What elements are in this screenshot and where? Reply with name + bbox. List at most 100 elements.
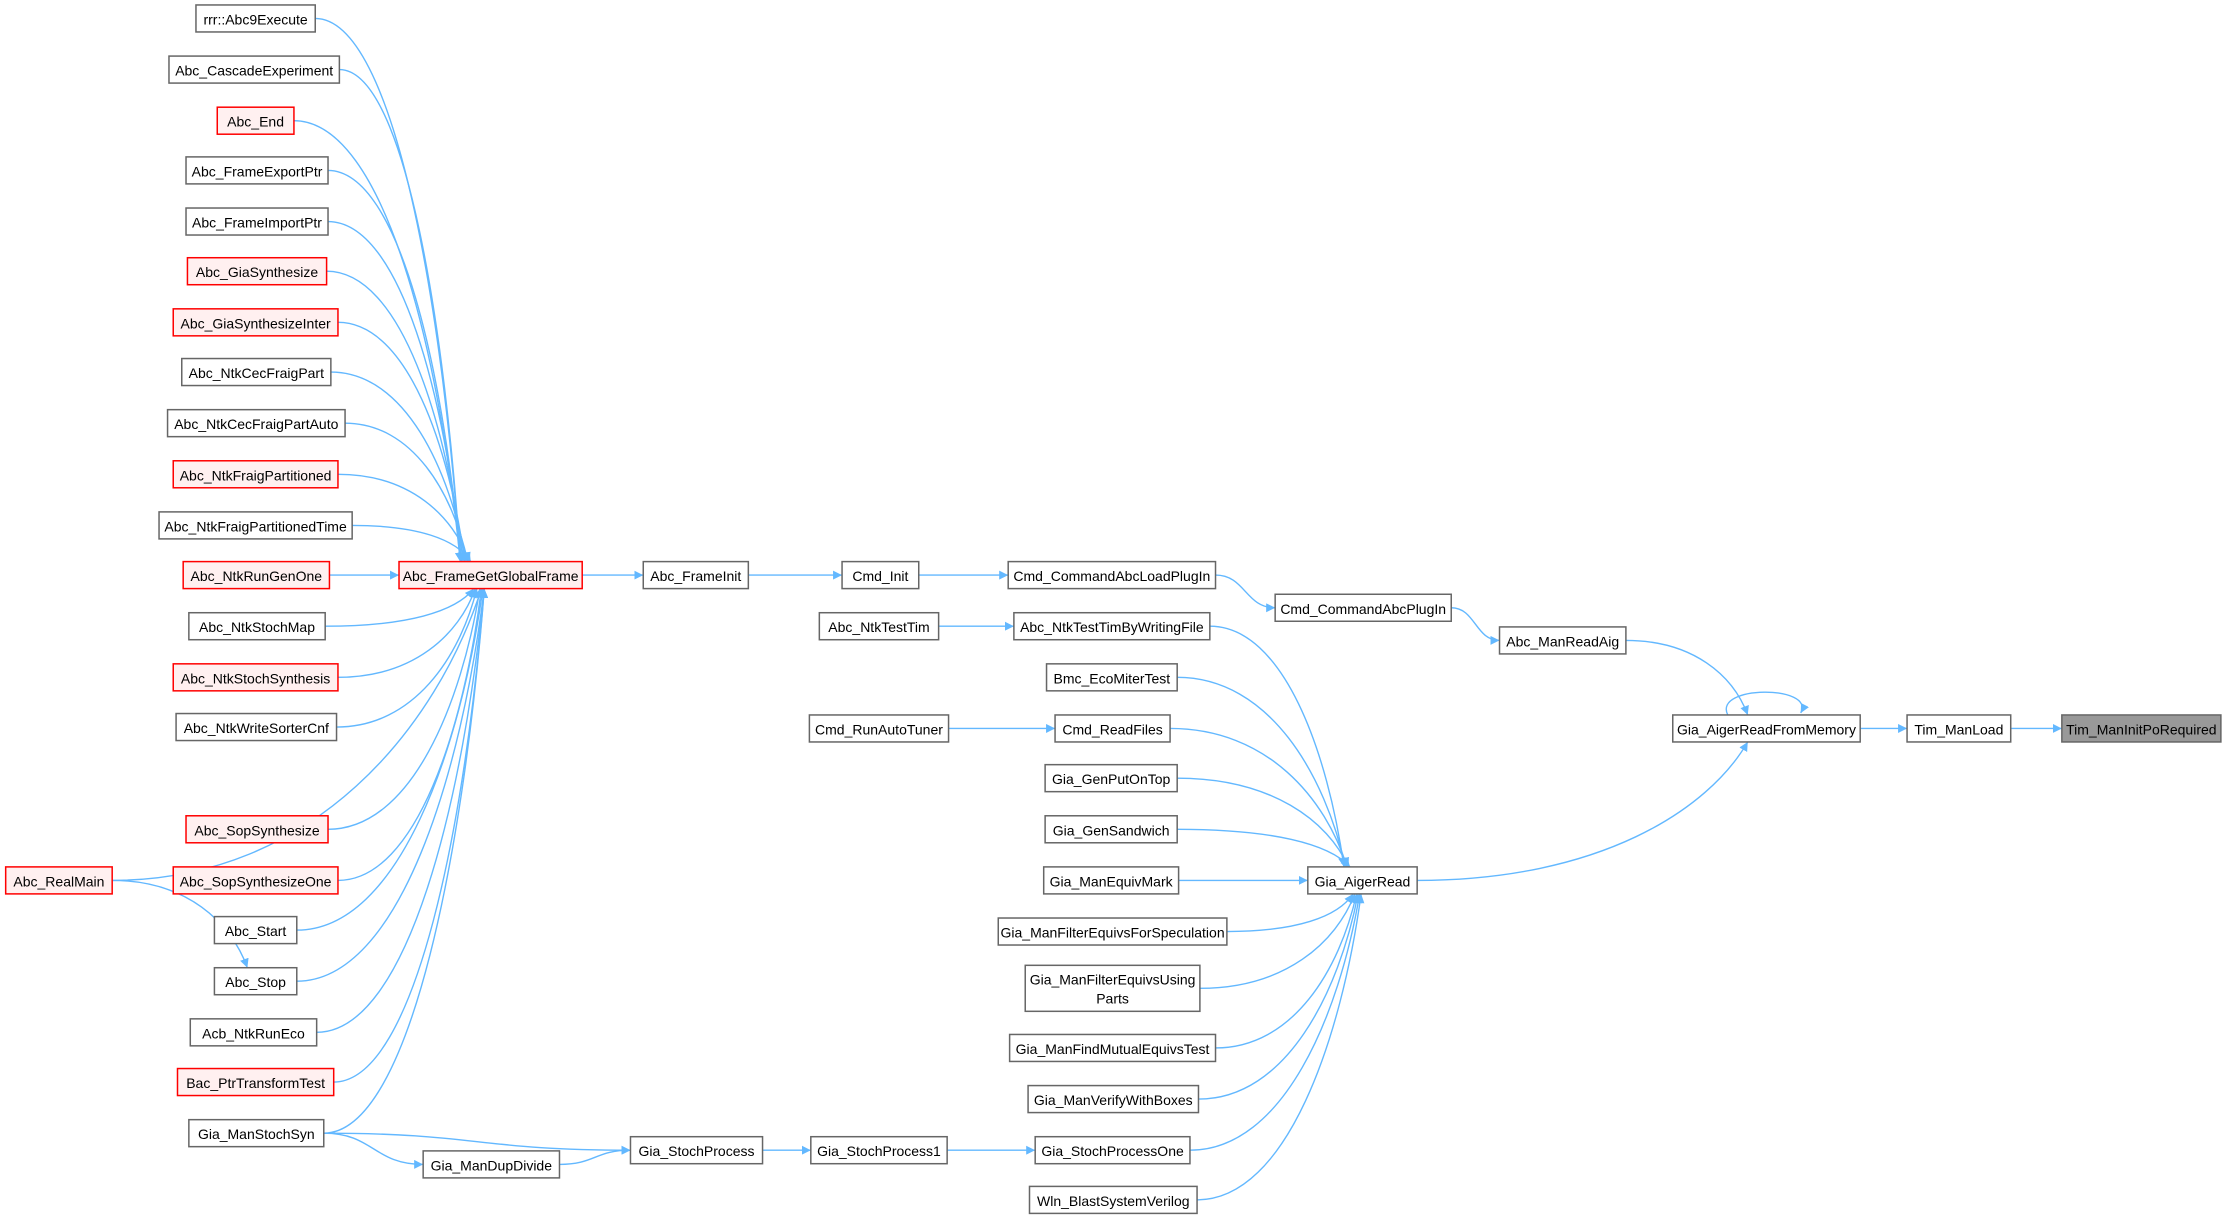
- call-edge-Abc_End-to-Abc_FrameGetGlobalFrame: [293, 120, 464, 562]
- function-node[interactable]: Gia_StochProcess: [629, 1135, 764, 1165]
- function-node[interactable]: Tim_ManInitPoRequired: [2061, 714, 2222, 743]
- function-node[interactable]: Abc_NtkTestTim: [818, 611, 940, 641]
- function-node[interactable]: Cmd_CommandAbcLoadPlugIn: [1007, 560, 1217, 590]
- node-label: Acb_NtkRunEco: [202, 1025, 305, 1041]
- call-edge-Abc_FrameImportPtr-to-Abc_FrameGetGlobalFrame: [328, 220, 466, 562]
- node-box: [188, 611, 326, 641]
- node-label: Bmc_EcoMiterTest: [1054, 670, 1171, 686]
- node-box: [398, 560, 583, 590]
- node-box: [166, 408, 346, 438]
- function-node[interactable]: Abc_End: [216, 106, 295, 135]
- node-box: [818, 611, 940, 641]
- function-node[interactable]: Abc_NtkStochMap: [188, 611, 326, 641]
- node-label: Gia_ManStochSyn: [198, 1126, 315, 1142]
- function-node[interactable]: Cmd_CommandAbcPlugIn: [1274, 593, 1452, 623]
- function-node[interactable]: Abc_NtkTestTimByWritingFile: [1013, 611, 1211, 641]
- function-node[interactable]: Abc_SopSynthesize: [185, 815, 329, 844]
- call-edge-Gia_ManStochSyn-to-Gia_ManDupDivide: [323, 1132, 424, 1169]
- node-label: Abc_Start: [225, 923, 287, 939]
- call-edge-Gia_GenPutOnTop-to-Gia_AigerRead: [1177, 777, 1350, 868]
- function-node[interactable]: Gia_StochProcessOne: [1034, 1135, 1191, 1165]
- function-node[interactable]: Tim_ManLoad: [1906, 714, 2012, 743]
- function-node[interactable]: Gia_ManFilterEquivsForSpeculation: [997, 917, 1228, 946]
- call-edge-Gia_GenSandwich-to-Gia_AigerRead: [1177, 828, 1351, 868]
- function-node[interactable]: Abc_NtkCecFraigPartAuto: [166, 408, 346, 438]
- node-label: Cmd_Init: [852, 568, 908, 584]
- function-node[interactable]: Abc_NtkFraigPartitioned: [172, 460, 339, 489]
- call-edge-Abc_CascadeExperiment-to-Abc_FrameGetGlobalFrame: [339, 68, 465, 562]
- function-node[interactable]: Abc_RealMain: [4, 866, 113, 895]
- node-box: [629, 1135, 764, 1165]
- node-label: Abc_NtkStochSynthesis: [181, 670, 330, 686]
- function-node[interactable]: Gia_AigerRead: [1307, 866, 1418, 895]
- node-box: [642, 560, 750, 590]
- node-box: [185, 815, 329, 844]
- node-box: [181, 357, 332, 387]
- function-node[interactable]: Gia_ManFindMutualEquivsTest: [1008, 1033, 1217, 1063]
- node-label: Abc_NtkCecFraigPart: [189, 365, 324, 381]
- node-label: Abc_GiaSynthesize: [196, 264, 318, 280]
- function-node[interactable]: Gia_StochProcess1: [810, 1135, 948, 1165]
- node-label: Abc_NtkStochMap: [199, 619, 315, 635]
- node-label: Abc_NtkTestTim: [828, 619, 929, 635]
- function-node[interactable]: Abc_Start: [213, 915, 298, 945]
- node-label: Cmd_CommandAbcPlugIn: [1280, 601, 1446, 617]
- function-node[interactable]: Abc_FrameImportPtr: [185, 207, 329, 236]
- function-node[interactable]: Bac_PtrTransformTest: [176, 1067, 335, 1097]
- node-label: Abc_SopSynthesizeOne: [180, 873, 332, 889]
- function-node[interactable]: Abc_FrameExportPtr: [185, 156, 329, 185]
- node-label: Tim_ManLoad: [1914, 721, 2003, 737]
- node-box: [1028, 1185, 1198, 1215]
- function-node[interactable]: Abc_FrameGetGlobalFrame: [398, 560, 583, 590]
- call-edge-Abc_NtkFraigPartitioned-to-Abc_FrameGetGlobalFrame: [337, 473, 471, 562]
- node-box: [1906, 714, 2012, 743]
- node-label: Gia_ManFilterEquivsForSpeculation: [1001, 925, 1225, 941]
- function-node[interactable]: rrr::Abc9Execute: [195, 4, 316, 33]
- node-box: [182, 560, 331, 590]
- function-node[interactable]: Gia_AigerReadFromMemory: [1672, 714, 1861, 743]
- node-label: Abc_NtkFraigPartitioned: [180, 467, 332, 483]
- function-node[interactable]: Abc_NtkRunGenOne: [182, 560, 331, 590]
- node-label: Wln_BlastSystemVerilog: [1037, 1193, 1190, 1209]
- node-box: [1045, 663, 1178, 692]
- node-label: Abc_NtkFraigPartitionedTime: [164, 518, 347, 534]
- node-box: [172, 663, 339, 692]
- function-node[interactable]: Abc_NtkFraigPartitionedTime: [158, 511, 353, 540]
- function-node[interactable]: Bmc_EcoMiterTest: [1045, 663, 1178, 692]
- call-edge-Abc_NtkFraigPartitionedTime-to-Abc_FrameGetGlobalFrame: [352, 524, 472, 562]
- function-node[interactable]: Abc_GiaSynthesize: [186, 256, 328, 286]
- function-node[interactable]: Gia_ManDupDivide: [422, 1150, 561, 1179]
- function-node[interactable]: Gia_ManVerifyWithBoxes: [1027, 1084, 1200, 1114]
- function-node[interactable]: Abc_Stop: [213, 966, 298, 996]
- function-node[interactable]: Gia_GenPutOnTop: [1044, 763, 1178, 793]
- call-edge-Gia_ManFindMutualEquivsTest-to-Gia_AigerRead: [1215, 893, 1359, 1049]
- function-node[interactable]: Cmd_Init: [841, 560, 920, 590]
- function-node[interactable]: Acb_NtkRunEco: [189, 1018, 318, 1047]
- function-node[interactable]: Cmd_RunAutoTuner: [808, 714, 950, 743]
- function-node[interactable]: Abc_ManReadAig: [1498, 626, 1627, 655]
- call-edge-Abc_SopSynthesizeOne-to-Abc_FrameGetGlobalFrame: [337, 588, 485, 882]
- call-edge-Abc_NtkWriteSorterCnf-to-Abc_FrameGetGlobalFrame: [336, 588, 480, 728]
- function-node[interactable]: Abc_FrameInit: [642, 560, 750, 590]
- function-node[interactable]: Abc_NtkStochSynthesis: [172, 663, 339, 692]
- function-node[interactable]: Gia_ManEquivMark: [1042, 866, 1180, 895]
- node-label: rrr::Abc9Execute: [203, 11, 307, 27]
- node-label: Cmd_CommandAbcLoadPlugIn: [1013, 568, 1210, 584]
- function-node[interactable]: Abc_SopSynthesizeOne: [172, 866, 339, 895]
- function-node[interactable]: Abc_GiaSynthesizeInter: [172, 308, 339, 337]
- node-label: Tim_ManInitPoRequired: [2066, 721, 2216, 737]
- call-edge-Gia_ManVerifyWithBoxes-to-Gia_AigerRead: [1198, 893, 1361, 1100]
- function-node[interactable]: Gia_ManStochSyn: [188, 1118, 325, 1148]
- call-edge-Abc_NtkStochSynthesis-to-Abc_FrameGetGlobalFrame: [337, 588, 477, 679]
- function-node[interactable]: Cmd_ReadFiles: [1054, 714, 1171, 743]
- node-label: Abc_NtkCecFraigPartAuto: [174, 416, 338, 432]
- function-node[interactable]: Abc_CascadeExperiment: [168, 55, 341, 84]
- function-node[interactable]: Abc_NtkCecFraigPart: [181, 357, 332, 387]
- node-box: [841, 560, 920, 590]
- function-node[interactable]: Gia_GenSandwich: [1044, 815, 1178, 844]
- node-box: [185, 207, 329, 236]
- function-node[interactable]: Abc_NtkWriteSorterCnf: [175, 712, 338, 742]
- function-node[interactable]: Wln_BlastSystemVerilog: [1028, 1185, 1198, 1215]
- node-label: Gia_ManEquivMark: [1050, 873, 1174, 889]
